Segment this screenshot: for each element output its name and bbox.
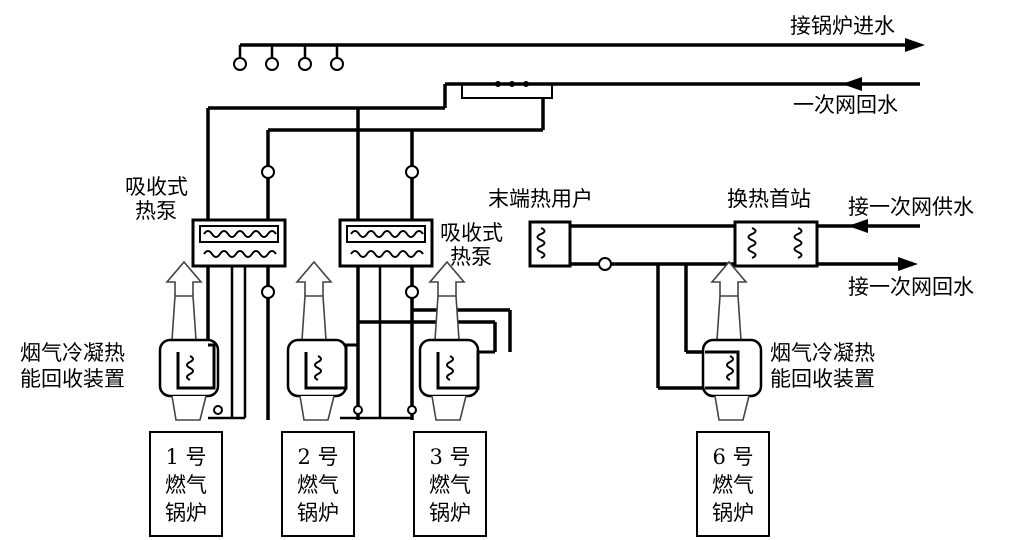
valve-icon bbox=[407, 405, 417, 415]
chimney-6 bbox=[710, 260, 748, 341]
heat-pump-right bbox=[338, 218, 434, 268]
arrow-icon bbox=[905, 38, 925, 52]
exhaust-arrow-icon bbox=[295, 260, 333, 296]
exhaust-arrow-icon bbox=[710, 260, 748, 296]
boiler-2-label-boiler: 锅炉 bbox=[297, 501, 339, 525]
boiler-2-label-number: 2 号 bbox=[297, 445, 338, 469]
flue-recovery-1 bbox=[158, 338, 220, 421]
label-flue-recovery-right-2: 能回收装置 bbox=[770, 367, 875, 391]
valve-icon bbox=[233, 57, 247, 71]
end-user-unit bbox=[528, 220, 572, 268]
boiler-1-label-boiler: 锅炉 bbox=[165, 501, 207, 525]
heat-pump-return-pipes bbox=[206, 266, 512, 420]
flue-recovery-3 bbox=[418, 338, 495, 421]
valve-icon bbox=[261, 165, 275, 179]
primary-return-header bbox=[443, 77, 920, 130]
chimney-1 bbox=[165, 260, 203, 341]
coil-icon bbox=[726, 355, 734, 381]
boiler-3-box bbox=[413, 431, 487, 537]
arrow-icon bbox=[848, 219, 868, 233]
label-end-user: 末端热用户 bbox=[488, 187, 593, 211]
arrow-icon bbox=[898, 257, 918, 271]
valve-icon bbox=[261, 285, 275, 299]
coil-icon bbox=[203, 230, 277, 238]
valve-icon bbox=[405, 285, 419, 299]
heat-pump-left bbox=[191, 218, 287, 268]
heat-pump-supply-pipes bbox=[206, 106, 543, 222]
exhaust-arrow-icon bbox=[165, 260, 203, 296]
valve-icon bbox=[598, 257, 612, 271]
chimney-3 bbox=[428, 260, 466, 341]
valve-icon bbox=[265, 57, 279, 71]
label-flue-recovery-left-2: 能回收装置 bbox=[20, 367, 125, 391]
label-primary-return-top: 一次网回水 bbox=[793, 93, 898, 117]
boiler-6-label-number: 6 号 bbox=[712, 445, 753, 469]
valve-icon bbox=[213, 405, 223, 415]
boiler-valves bbox=[208, 405, 417, 420]
valve-icon bbox=[405, 165, 419, 179]
boiler-6-box bbox=[696, 431, 770, 537]
coil-icon bbox=[350, 230, 424, 238]
coil-icon bbox=[536, 227, 546, 259]
label-heat-pump-right-1: 吸收式 bbox=[440, 221, 503, 245]
coil-icon bbox=[446, 355, 454, 381]
flue-recovery-2 bbox=[286, 338, 358, 421]
coil-icon bbox=[186, 355, 194, 381]
label-primary-supply-in: 接一次网供水 bbox=[848, 195, 974, 219]
boiler-3-label-gas: 燃气 bbox=[429, 473, 471, 497]
label-heat-pump-left-1: 吸收式 bbox=[125, 175, 188, 199]
boiler-2-box bbox=[281, 431, 355, 537]
first-station-unit bbox=[733, 220, 819, 268]
arrow-icon bbox=[842, 77, 862, 91]
flue-recovery-6 bbox=[701, 338, 763, 421]
boiler-2-label-gas: 燃气 bbox=[297, 473, 339, 497]
coil-icon bbox=[314, 355, 322, 381]
coil-icon bbox=[747, 227, 757, 259]
coil-icon bbox=[203, 250, 277, 258]
label-boiler-inlet: 接锅炉进水 bbox=[790, 14, 895, 38]
boiler-1-label-number: 1 号 bbox=[165, 445, 206, 469]
label-primary-return-out: 接一次网回水 bbox=[848, 275, 974, 299]
boiler-3-label-number: 3 号 bbox=[429, 445, 470, 469]
right-pipes bbox=[570, 219, 920, 390]
boiler-1-label-gas: 燃气 bbox=[165, 473, 207, 497]
label-flue-recovery-left-1: 烟气冷凝热 bbox=[20, 341, 125, 365]
boiler-1-box bbox=[149, 431, 223, 537]
exhaust-arrow-icon bbox=[428, 260, 466, 296]
label-flue-recovery-right-1: 烟气冷凝热 bbox=[770, 341, 875, 365]
boiler-6-label-boiler: 锅炉 bbox=[712, 501, 754, 525]
boiler-3-label-boiler: 锅炉 bbox=[429, 501, 471, 525]
valve-icon bbox=[353, 405, 363, 415]
valve-icon bbox=[298, 57, 312, 71]
boiler-6-label-gas: 燃气 bbox=[712, 473, 754, 497]
coil-icon bbox=[350, 250, 424, 258]
label-first-station: 换热首站 bbox=[727, 187, 811, 211]
label-heat-pump-right-2: 热泵 bbox=[450, 245, 492, 269]
valve-icon bbox=[330, 57, 344, 71]
chimney-2 bbox=[295, 260, 333, 341]
coil-icon bbox=[793, 227, 803, 259]
label-heat-pump-left-2: 热泵 bbox=[135, 199, 177, 223]
boiler-inlet-header bbox=[233, 38, 925, 71]
